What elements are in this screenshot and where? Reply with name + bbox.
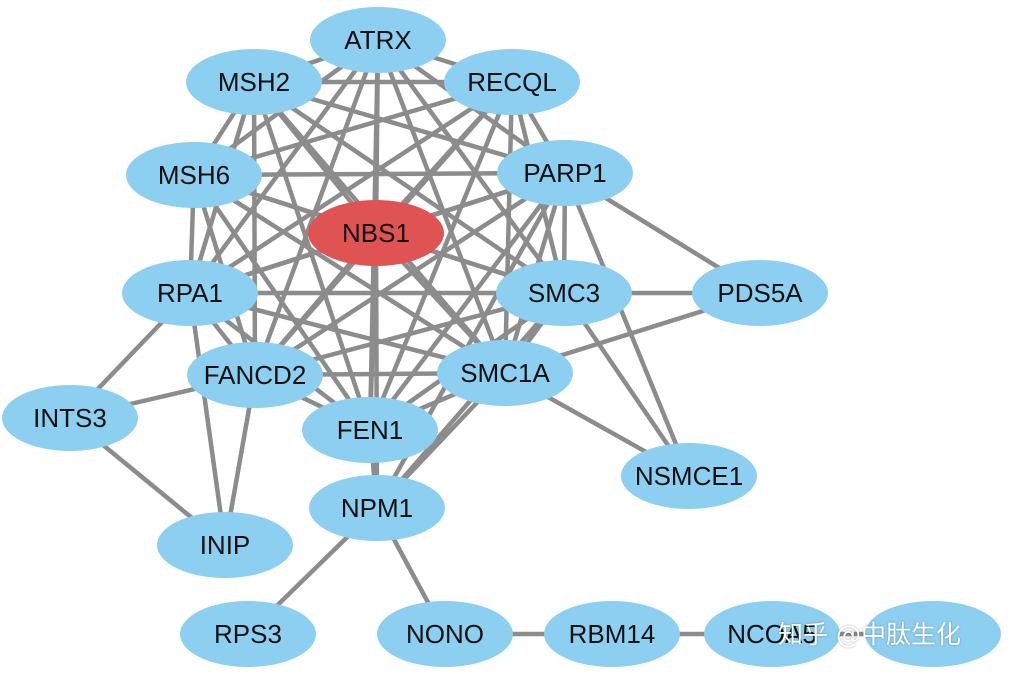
- edge-recql-smc1a: [502, 79, 515, 376]
- node-ellipse-smc1a: [437, 340, 573, 406]
- node-smc3[interactable]: SMC3: [496, 260, 632, 326]
- node-label-fancd2: FANCD2: [204, 360, 307, 390]
- node-ellipse-msh6: [126, 142, 262, 208]
- node-ellipse-ints3: [2, 385, 138, 451]
- edge-parp1-nsmce1: [562, 170, 692, 479]
- node-ellipse-rbm14: [544, 601, 680, 667]
- edge-msh6-fen1: [191, 172, 373, 433]
- node-label-nbs1: NBS1: [342, 218, 410, 248]
- edge-nbs1-npm1: [373, 230, 380, 511]
- node-label-msh2: MSH2: [218, 67, 290, 97]
- node-ncoa5[interactable]: NCOA5: [704, 601, 840, 667]
- node-ellipse-msh2: [186, 49, 322, 115]
- edge-parp1-fancd2: [252, 170, 568, 378]
- node-ellipse-smc3: [496, 260, 632, 326]
- node-label-inip: INIP: [200, 530, 251, 560]
- node-ellipse-inip: [157, 512, 293, 578]
- node-nsmce1[interactable]: NSMCE1: [621, 443, 757, 509]
- node-pds5a[interactable]: PDS5A: [692, 260, 828, 326]
- node-ellipse-atrx: [310, 7, 446, 73]
- node-rpa1[interactable]: RPA1: [122, 260, 258, 326]
- node-label-atrx: ATRX: [344, 25, 411, 55]
- node-msh6[interactable]: MSH6: [126, 142, 262, 208]
- node-label-nono: NONO: [406, 619, 484, 649]
- node-smc1a[interactable]: SMC1A: [437, 340, 573, 406]
- edge-recql-rpa1: [187, 79, 515, 296]
- node-label-pds5a: PDS5A: [717, 278, 803, 308]
- node-ellipse-fen1: [302, 397, 438, 463]
- edge-parp1-fen1: [367, 170, 568, 433]
- node-atrx[interactable]: ATRX: [310, 7, 446, 73]
- watermark-text: 知乎 @中肽生化: [778, 620, 961, 649]
- node-label-msh6: MSH6: [158, 160, 230, 190]
- node-nono[interactable]: NONO: [377, 601, 513, 667]
- node-label-rbm14: RBM14: [569, 619, 656, 649]
- node-label-rpa1: RPA1: [157, 278, 223, 308]
- node-ellipse-rps3: [180, 601, 316, 667]
- node-ellipse-nbs1: [308, 200, 444, 266]
- edge-rpa1-inip: [187, 290, 228, 548]
- node-inip[interactable]: INIP: [157, 512, 293, 578]
- node-ellipse-ddx5: [865, 601, 1001, 667]
- node-ellipse-nsmce1: [621, 443, 757, 509]
- node-ellipse-pds5a: [692, 260, 828, 326]
- node-npm1[interactable]: NPM1: [309, 475, 445, 541]
- node-label-smc1a: SMC1A: [460, 358, 550, 388]
- node-label-smc3: SMC3: [528, 278, 600, 308]
- node-fancd2[interactable]: FANCD2: [187, 342, 323, 408]
- node-label-parp1: PARP1: [523, 158, 606, 188]
- edge-msh6-smc1a: [191, 172, 508, 376]
- node-recql[interactable]: RECQL: [444, 49, 580, 115]
- node-label-rps3: RPS3: [214, 619, 282, 649]
- node-ddx5[interactable]: [865, 601, 1001, 667]
- edge-msh2-smc3: [251, 79, 567, 296]
- edge-msh2-fancd2: [251, 79, 258, 378]
- node-rps3[interactable]: RPS3: [180, 601, 316, 667]
- node-label-recql: RECQL: [467, 67, 557, 97]
- node-nbs1[interactable]: NBS1: [308, 200, 444, 266]
- node-ellipse-rpa1: [122, 260, 258, 326]
- node-ellipse-parp1: [497, 140, 633, 206]
- node-ellipse-fancd2: [187, 342, 323, 408]
- node-ellipse-npm1: [309, 475, 445, 541]
- node-ints3[interactable]: INTS3: [2, 385, 138, 451]
- node-label-fen1: FEN1: [337, 415, 403, 445]
- node-msh2[interactable]: MSH2: [186, 49, 322, 115]
- node-label-ncoa5: NCOA5: [727, 619, 817, 649]
- node-label-nsmce1: NSMCE1: [635, 461, 743, 491]
- node-ellipse-ncoa5: [704, 601, 840, 667]
- node-label-npm1: NPM1: [341, 493, 413, 523]
- node-ellipse-recql: [444, 49, 580, 115]
- node-fen1[interactable]: FEN1: [302, 397, 438, 463]
- node-label-ints3: INTS3: [33, 403, 107, 433]
- node-rbm14[interactable]: RBM14: [544, 601, 680, 667]
- node-ellipse-nono: [377, 601, 513, 667]
- node-parp1[interactable]: PARP1: [497, 140, 633, 206]
